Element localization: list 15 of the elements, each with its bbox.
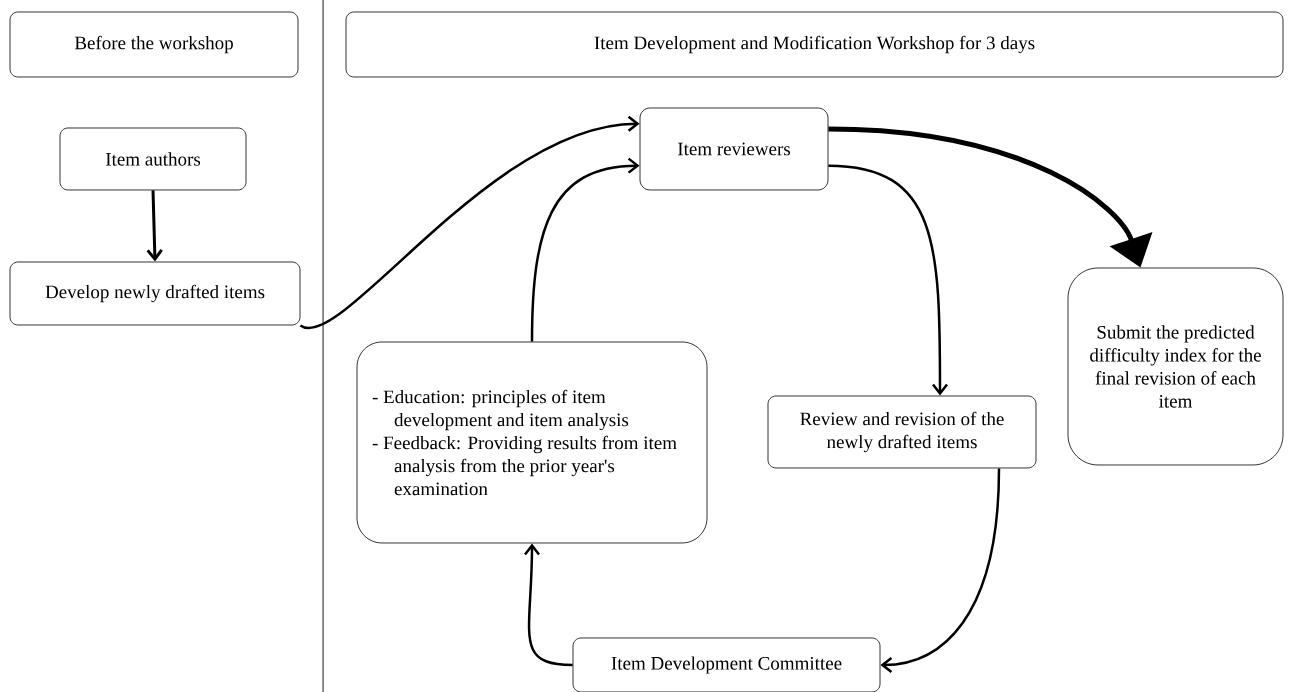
arrow — [880, 468, 1001, 673]
process-box: Item authors — [59, 127, 247, 191]
process-box: Submit the predicted difficulty index for the final revision of each item — [1067, 267, 1284, 466]
arrow — [524, 543, 573, 667]
arrow — [300, 115, 640, 329]
arrow — [146, 190, 163, 262]
arrow — [530, 157, 640, 342]
process-box: Before the workshop — [9, 11, 299, 78]
process-box: - Education: principles of item development and item analysis - Feedback: Providing results from item analysis from the prior year's examination — [356, 341, 708, 544]
process-box: Item Development and Modification Workshop for 3 days — [345, 11, 1284, 78]
process-box: Item Development Committee — [572, 637, 881, 692]
process-box: Item reviewers — [639, 107, 829, 191]
process-box: Develop newly drafted items — [9, 261, 301, 326]
process-box: Review and revision of the newly drafted items — [767, 395, 1037, 469]
arrow — [828, 164, 948, 396]
